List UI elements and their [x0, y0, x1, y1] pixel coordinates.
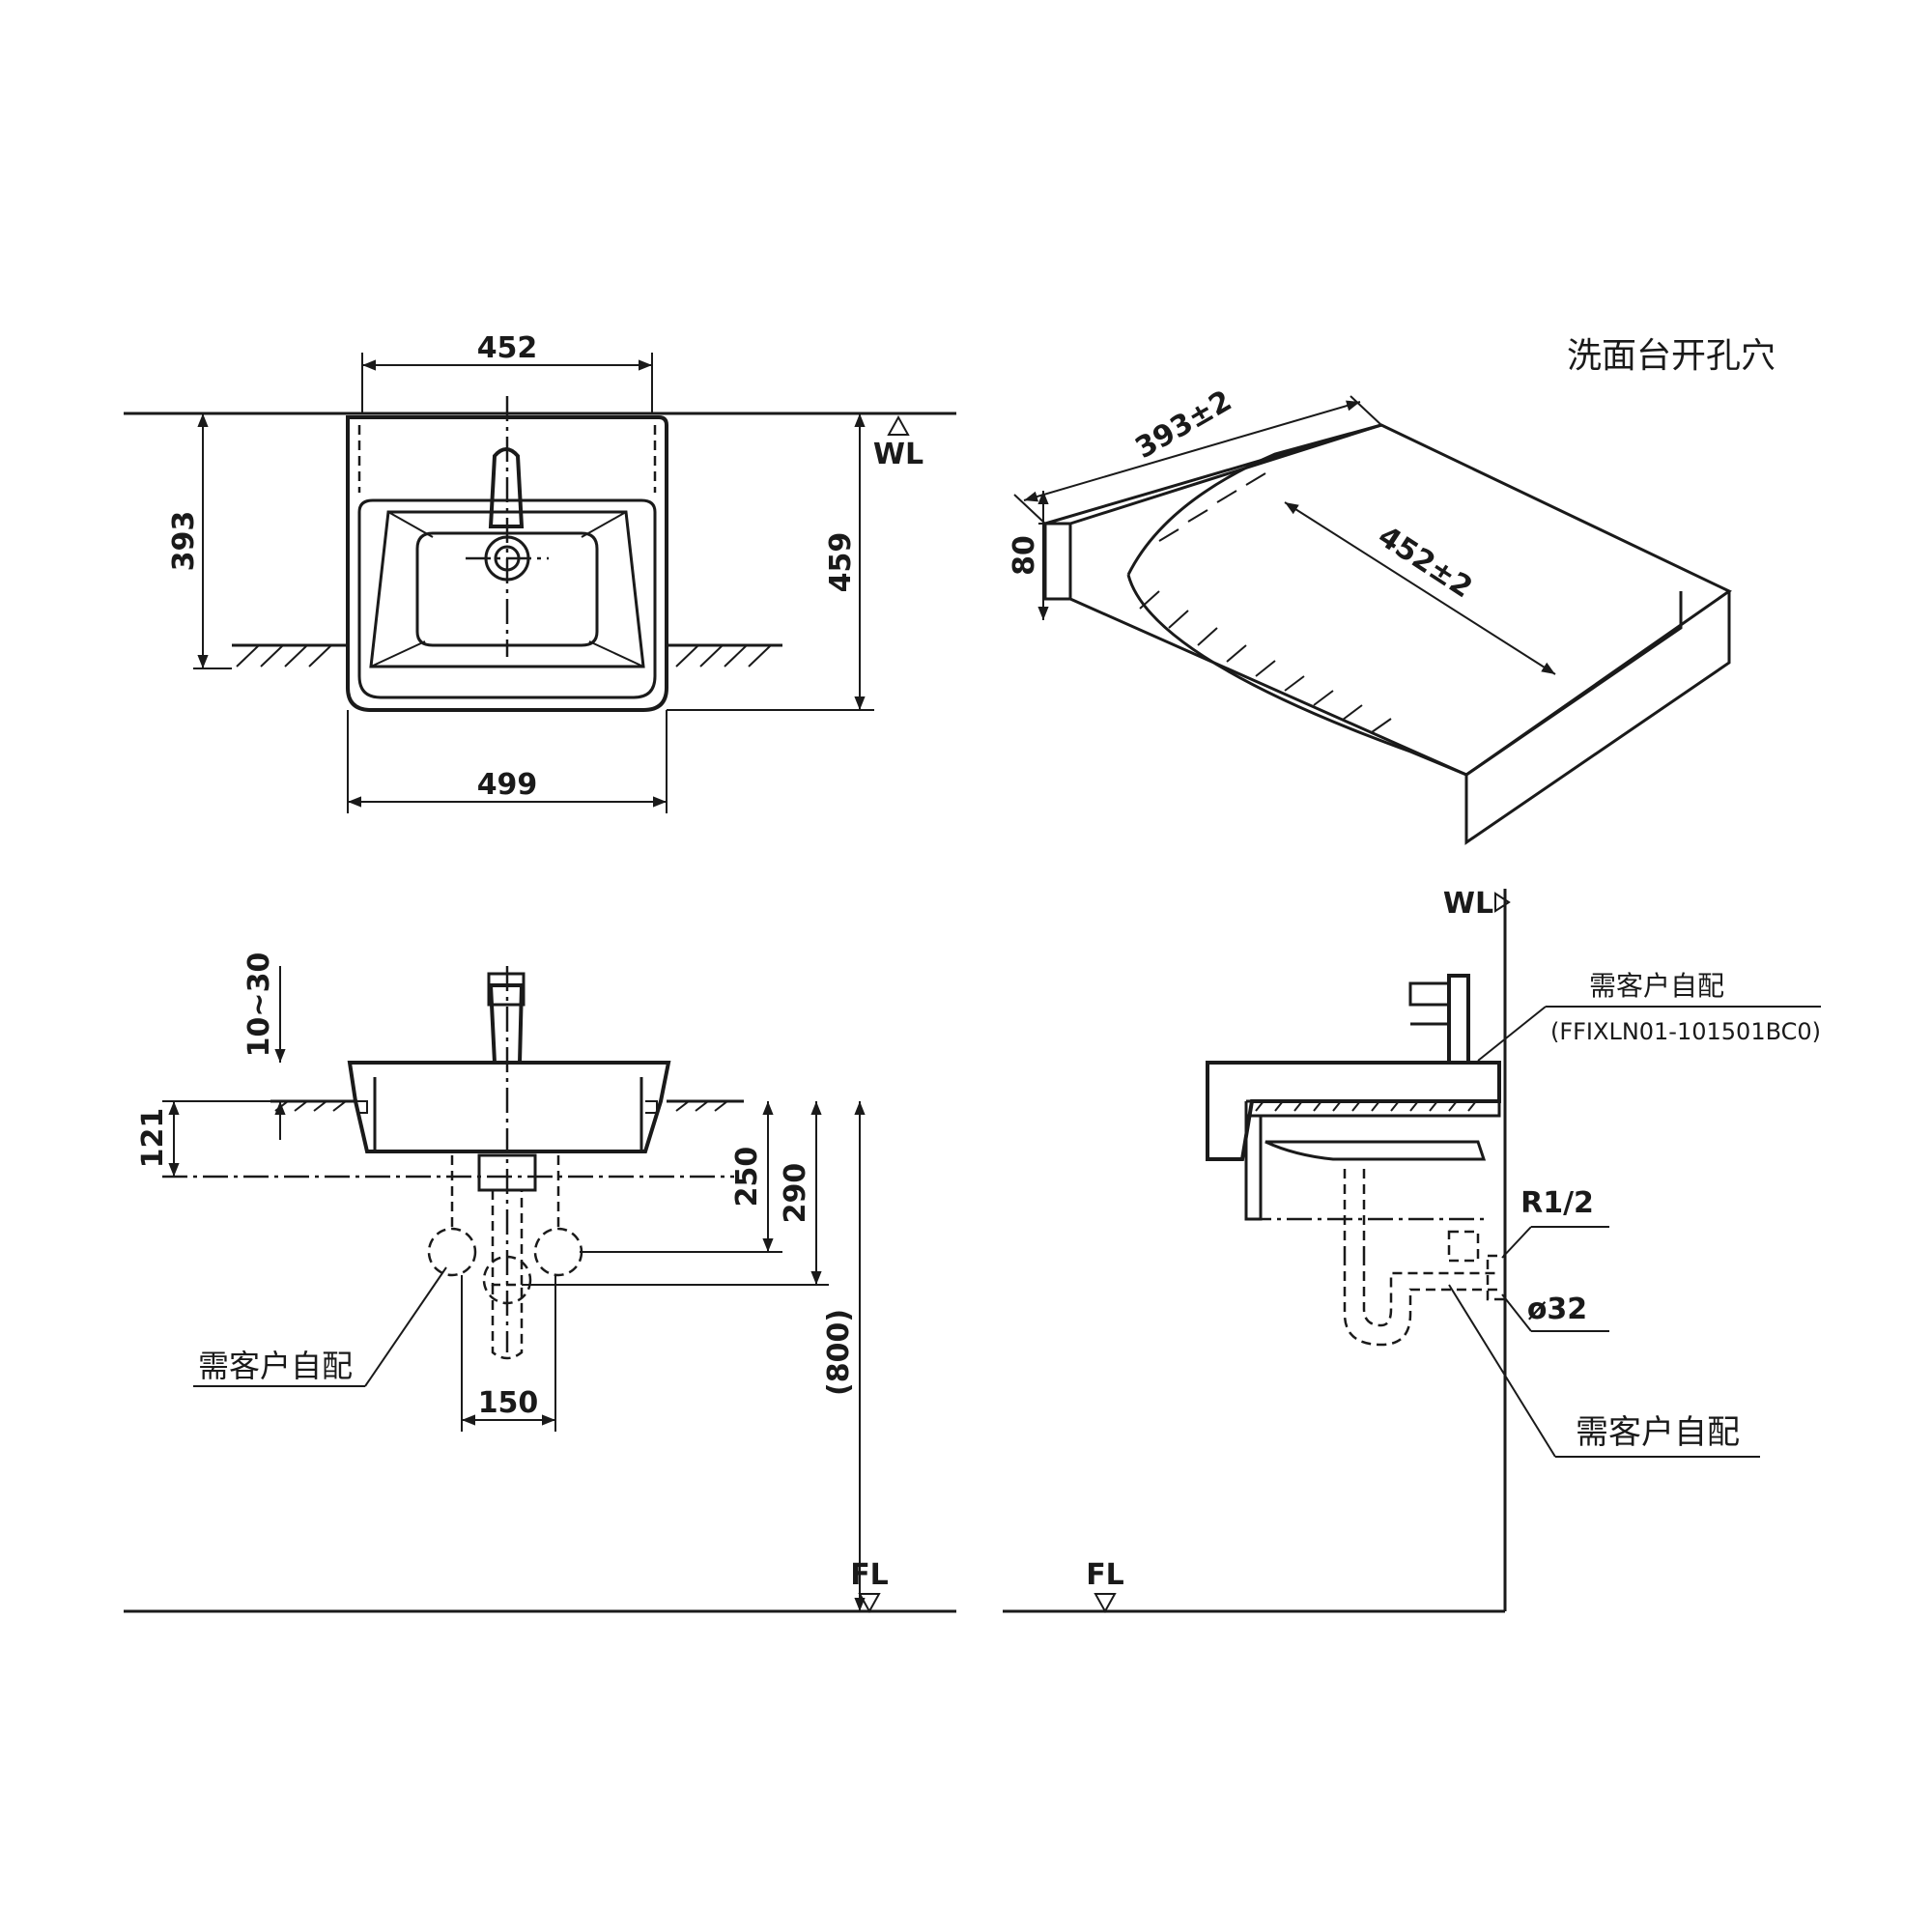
side-faucet: [1447, 974, 1470, 1065]
dim-r12: R1/2: [1520, 1186, 1594, 1220]
wl-label-side: WL: [1443, 887, 1493, 921]
faucet-top: [488, 447, 525, 528]
dim-121: 121: [136, 1108, 170, 1169]
side-valve-icon: [1447, 1230, 1480, 1263]
valve-left-icon: [427, 1227, 477, 1277]
wl-label-top: WL: [873, 438, 923, 471]
basin-rim: [357, 498, 657, 699]
dim-d32: ø32: [1527, 1293, 1587, 1326]
valve-right-icon: [533, 1227, 583, 1277]
note-trap-side: 需客户自配: [1576, 1413, 1740, 1452]
front-basin: [347, 1061, 671, 1153]
top-view: 452 499 393 459 WL: [124, 331, 956, 813]
side-view: WL FL 需客户自配 (FFIXLN01-101501BC0) R: [1003, 887, 1821, 1614]
wl-triangle-icon: [887, 414, 910, 436]
basin-outline: [346, 415, 668, 712]
dim-290: 290: [779, 1163, 812, 1224]
note-top-side: 需客户自配: [1589, 970, 1724, 1002]
dim-10-30: 10~30: [242, 952, 276, 1058]
dim-250: 250: [730, 1147, 764, 1208]
dim-150: 150: [478, 1386, 539, 1420]
note-supply-front: 需客户自配: [198, 1348, 353, 1384]
dim-499: 499: [477, 768, 538, 802]
dim-393: 393: [167, 511, 201, 572]
front-view: FL 10~30 121 250 290 (800) 150 需客户自配: [124, 952, 956, 1614]
fl-label-side: FL: [1086, 1558, 1124, 1592]
dim-800: (800): [822, 1309, 856, 1396]
dim-452: 452: [477, 331, 538, 365]
bowl-inner: [415, 531, 599, 647]
front-faucet: [488, 983, 525, 1065]
fl-label-front: FL: [850, 1558, 889, 1592]
dim-459: 459: [824, 532, 858, 593]
note-code: (FFIXLN01-101501BC0): [1550, 1018, 1821, 1045]
dim-80: 80: [1008, 535, 1041, 576]
iso-view: 洗面台开孔穴 393±2 452±2 80: [1008, 336, 1776, 845]
iso-title: 洗面台开孔穴: [1567, 336, 1776, 376]
